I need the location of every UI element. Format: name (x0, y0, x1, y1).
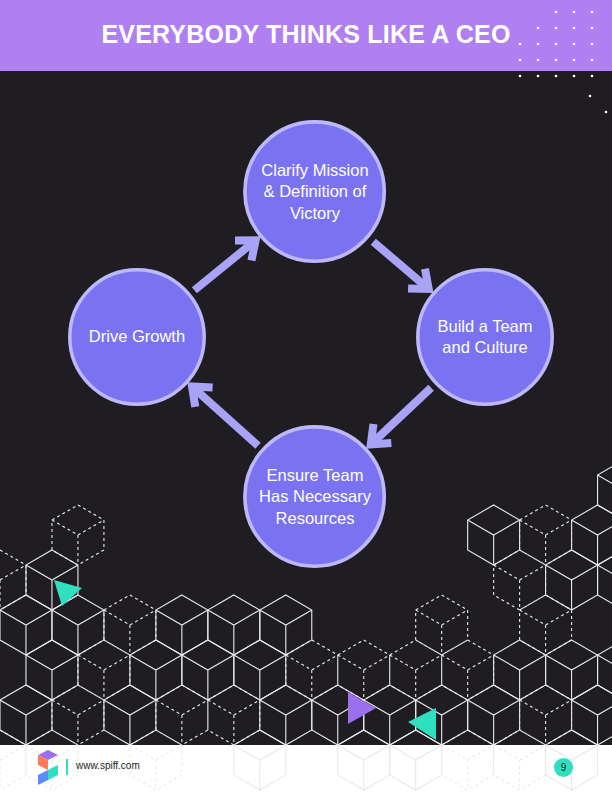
dot (537, 59, 540, 62)
step-circle: Ensure Team Has Necessary Resources (242, 424, 387, 569)
cube (260, 595, 312, 655)
dot (537, 75, 540, 78)
cube (234, 730, 286, 790)
step-circle: Build a Team and Culture (415, 267, 555, 407)
dot (519, 59, 522, 62)
cycle-arrow (373, 242, 428, 289)
cube (520, 685, 572, 745)
dot (555, 75, 558, 78)
cube (52, 595, 104, 655)
dot (573, 75, 576, 78)
cube (338, 730, 390, 790)
cube (104, 685, 156, 745)
cube (572, 685, 612, 745)
dot (591, 11, 594, 14)
dot (573, 59, 576, 62)
dot (555, 11, 558, 14)
footer-url: www.spiff.com (76, 760, 140, 771)
cube (78, 640, 130, 700)
cube (26, 640, 78, 700)
dot (591, 59, 594, 62)
cube (0, 685, 52, 745)
cube (598, 460, 612, 520)
cube (468, 685, 520, 745)
cube (208, 685, 260, 745)
cube (572, 505, 612, 565)
cube (338, 640, 390, 700)
cube (26, 550, 78, 610)
cube (494, 730, 546, 790)
cube (520, 595, 572, 655)
step-text: Build a Team and Culture (429, 316, 541, 359)
cycle-arrow (192, 386, 258, 445)
step-text: Clarify Mission & Definition of Victory (259, 160, 371, 224)
cube (104, 595, 156, 655)
dot (573, 43, 576, 46)
cube (442, 640, 494, 700)
dot (555, 59, 558, 62)
cube (390, 640, 442, 700)
cube (0, 550, 26, 610)
step-circle: Clarify Mission & Definition of Victory (242, 119, 387, 264)
circle-shape (415, 267, 555, 407)
cube (442, 730, 494, 790)
cube (364, 685, 416, 745)
cube (598, 640, 612, 700)
cube (182, 640, 234, 700)
purple-triangle (348, 692, 376, 724)
dot (519, 43, 522, 46)
teal-triangle (54, 580, 82, 606)
cube (52, 685, 104, 745)
cube (546, 730, 598, 790)
cube (130, 640, 182, 700)
cube (546, 640, 598, 700)
dot (555, 43, 558, 46)
dot (591, 43, 594, 46)
dot (519, 75, 522, 78)
dot (605, 111, 608, 114)
teal-triangle (408, 708, 436, 740)
cube (286, 640, 338, 700)
cycle-arrow (194, 240, 255, 290)
cube (468, 505, 520, 565)
page-number: 9 (554, 758, 573, 777)
step-text: Drive Growth (81, 326, 193, 347)
cube (390, 730, 442, 790)
separator (66, 759, 68, 775)
cube (208, 595, 260, 655)
dot (589, 95, 592, 98)
cycle-arrow (371, 388, 431, 445)
step-text: Ensure Team Has Necessary Resources (259, 465, 371, 529)
cube (0, 595, 52, 655)
cube (598, 550, 612, 610)
dot-pattern (519, 11, 608, 114)
dot (537, 43, 540, 46)
cube (494, 640, 546, 700)
cube (260, 685, 312, 745)
cube (0, 730, 26, 790)
dot (573, 11, 576, 14)
cube (416, 595, 468, 655)
dot (573, 27, 576, 30)
cube-pattern (0, 460, 612, 790)
dot (537, 27, 540, 30)
cube (156, 595, 208, 655)
step-circle: Drive Growth (67, 267, 207, 407)
dot (591, 27, 594, 30)
dot (555, 27, 558, 30)
cube (494, 550, 546, 610)
cube (546, 550, 598, 610)
cube (234, 640, 286, 700)
page-title: EVERYBODY THINKS LIKE A CEO (0, 20, 612, 49)
cube (26, 730, 78, 790)
spiff-logo (38, 750, 58, 785)
cube (520, 505, 572, 565)
dot (591, 75, 594, 78)
cube (156, 685, 208, 745)
cube (52, 505, 104, 565)
